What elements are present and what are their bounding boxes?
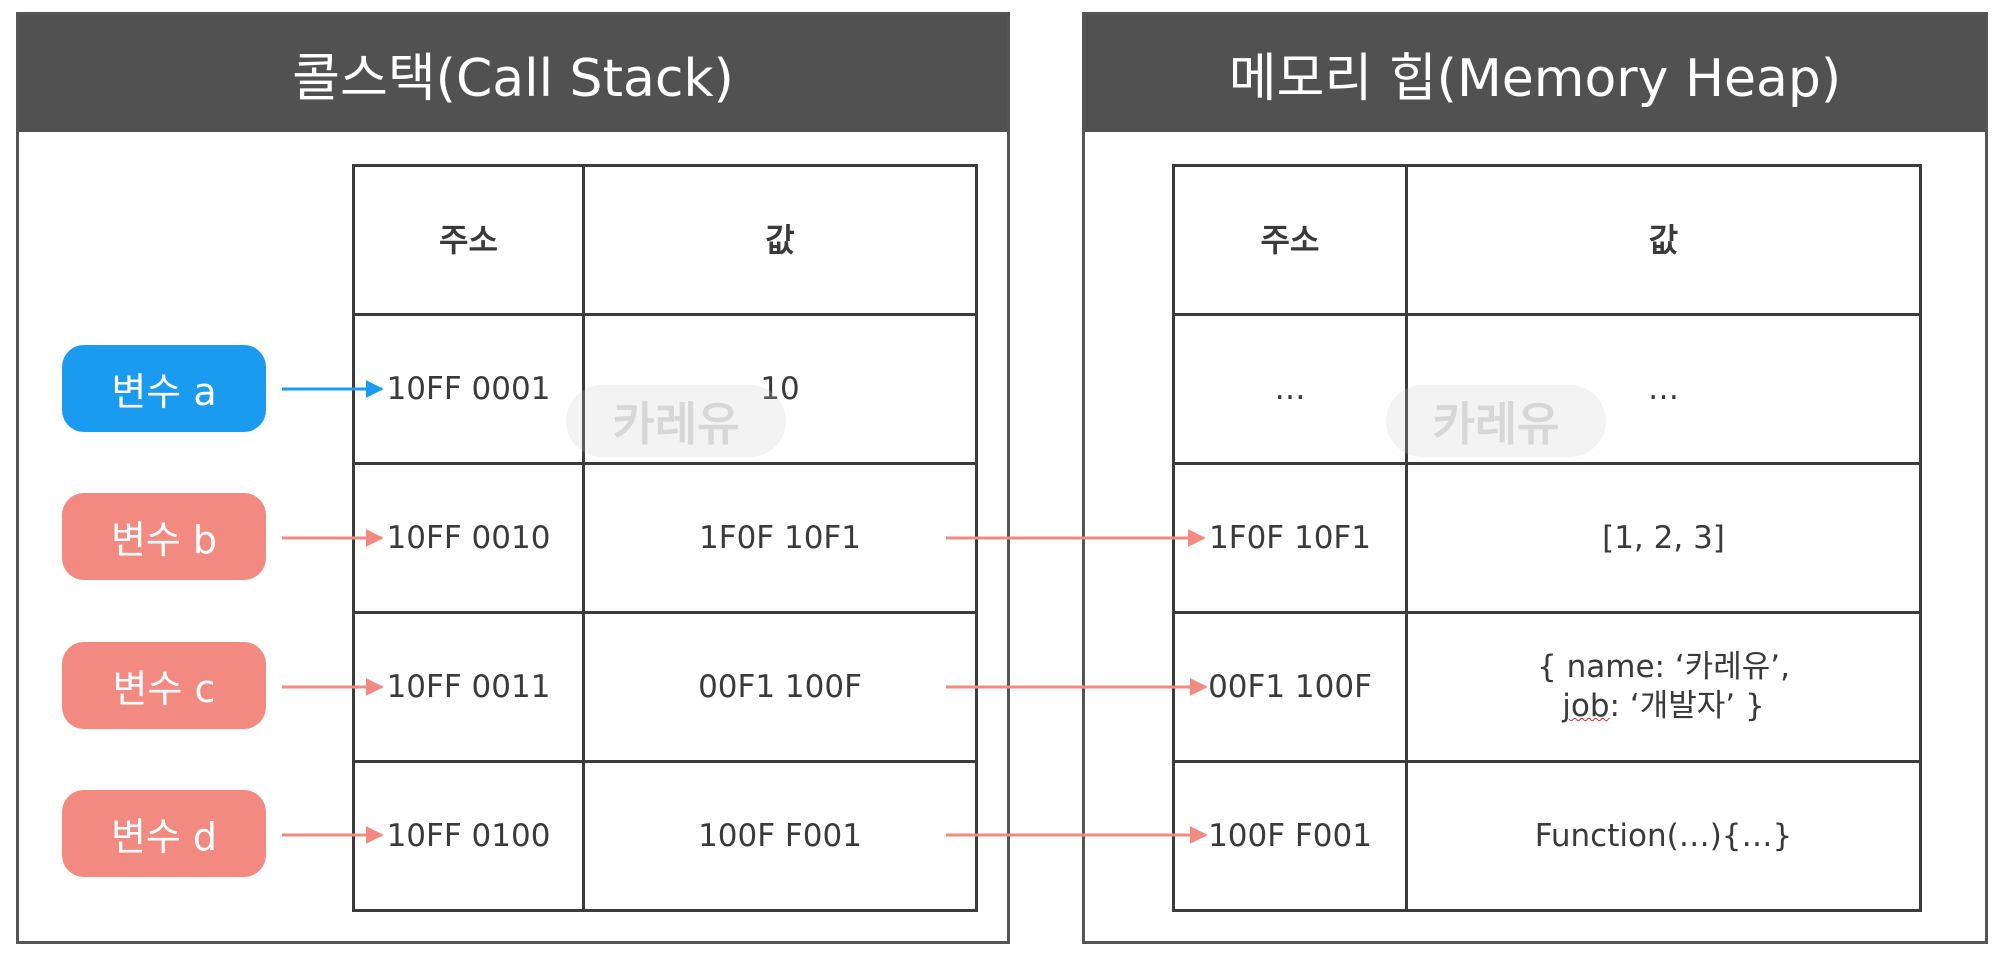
variable-c-pill: 변수 c bbox=[62, 642, 266, 729]
memory-heap-object-job-word: job bbox=[1562, 688, 1610, 724]
memory-heap-table: 주소 값 … … 1F0F 10F1 [1, 2, 3] 00F1 100F {… bbox=[1172, 164, 1922, 912]
memory-heap-watermark: 카레유 bbox=[1386, 385, 1606, 457]
call-stack-value-c: 00F1 100F bbox=[585, 614, 975, 763]
call-stack-value-a: 10 bbox=[585, 316, 975, 465]
call-stack-address-b: 10FF 0010 bbox=[355, 465, 585, 614]
memory-heap-header-value: 값 bbox=[1408, 167, 1919, 316]
memory-heap-object-line-2-rest: : ‘개발자’ } bbox=[1609, 688, 1765, 724]
call-stack-address-a: 10FF 0001 bbox=[355, 316, 585, 465]
variable-d-pill: 변수 d bbox=[62, 790, 266, 877]
memory-heap-title: 메모리 힙(Memory Heap) bbox=[1085, 15, 1985, 132]
call-stack-value-b: 1F0F 10F1 bbox=[585, 465, 975, 614]
call-stack-watermark: 카레유 bbox=[566, 385, 786, 457]
memory-heap-address-object: 00F1 100F bbox=[1175, 614, 1408, 763]
memory-heap-value-array: [1, 2, 3] bbox=[1408, 465, 1919, 614]
memory-heap-address-array: 1F0F 10F1 bbox=[1175, 465, 1408, 614]
call-stack-table: 주소 값 10FF 0001 10 10FF 0010 1F0F 10F1 10… bbox=[352, 164, 978, 912]
call-stack-header-address: 주소 bbox=[355, 167, 585, 316]
memory-heap-header-address: 주소 bbox=[1175, 167, 1408, 316]
call-stack-address-c: 10FF 0011 bbox=[355, 614, 585, 763]
call-stack-value-d: 100F F001 bbox=[698, 817, 862, 854]
call-stack-address-d: 10FF 0100 bbox=[355, 763, 585, 909]
call-stack-title: 콜스택(Call Stack) bbox=[19, 15, 1007, 132]
memory-heap-object-line-2: job: ‘개발자’ } bbox=[1562, 687, 1764, 726]
memory-heap-value-ellipsis: … bbox=[1408, 316, 1919, 465]
call-stack-header-value: 값 bbox=[585, 167, 975, 316]
variable-b-pill: 변수 b bbox=[62, 493, 266, 580]
memory-heap-address-function: 100F F001 bbox=[1175, 763, 1408, 909]
variable-a-pill: 변수 a bbox=[62, 345, 266, 432]
memory-heap-value-object: { name: ‘카레유’, job: ‘개발자’ } bbox=[1408, 614, 1919, 763]
memory-heap-value-function: Function(…){…} bbox=[1534, 817, 1793, 854]
memory-heap-object-line-1: { name: ‘카레유’, bbox=[1537, 649, 1790, 686]
memory-heap-address-ellipsis: … bbox=[1175, 316, 1408, 465]
